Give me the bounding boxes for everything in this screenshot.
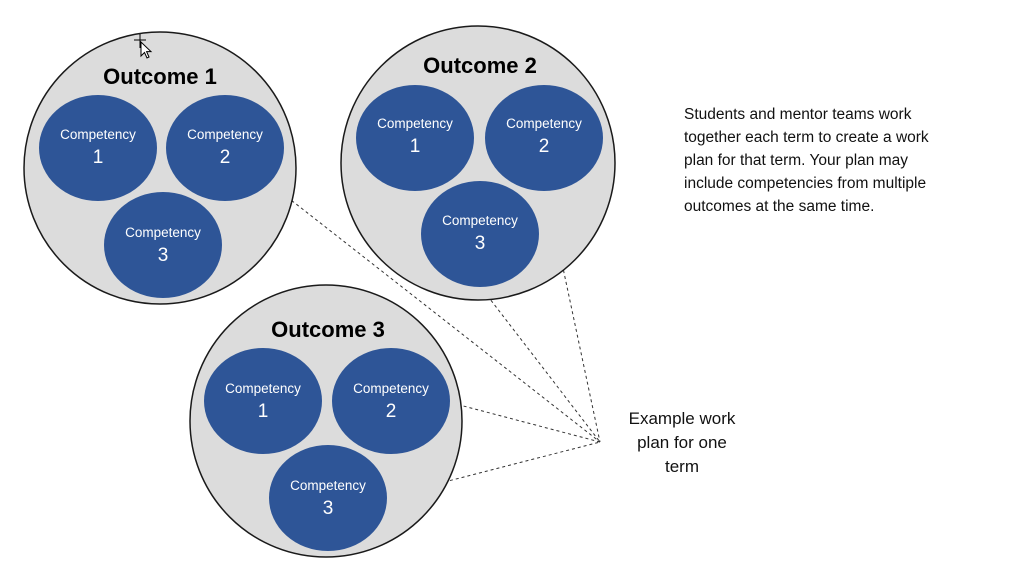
competency-circle: [104, 192, 222, 298]
work-plan-line-2: plan for one: [637, 433, 727, 452]
competency-number: 3: [158, 245, 169, 266]
outcome-2-competency-1: Competency 1: [356, 85, 474, 191]
connector-outcome2-competency3: [479, 285, 601, 443]
competency-label: Competency: [506, 116, 582, 131]
competency-circle: [204, 348, 322, 454]
outcome-2-competency-3: Competency 3: [421, 181, 539, 287]
outcome-1-competency-1: Competency 1: [39, 95, 157, 201]
outcome-3-competency-2: Competency 2: [332, 348, 450, 454]
competency-number: 3: [475, 233, 486, 254]
connector-outcome3-competency2: [451, 402, 601, 443]
competency-circle: [421, 181, 539, 287]
competency-number: 1: [93, 147, 104, 168]
outcome-1-group: Outcome 1 Competency 1 Competency 2 Comp…: [23, 31, 297, 305]
competency-label: Competency: [377, 116, 453, 131]
description-line-4: include competencies from multiple: [684, 175, 926, 192]
work-plan-line-1: Example work: [629, 409, 736, 428]
outcome-2-title: Outcome 2: [423, 53, 537, 78]
competency-circle: [332, 348, 450, 454]
outcome-1-competency-2: Competency 2: [166, 95, 284, 201]
competency-circle: [356, 85, 474, 191]
outcome-3-competency-1: Competency 1: [204, 348, 322, 454]
competency-label: Competency: [353, 381, 429, 396]
outcome-3-group: Outcome 3 Competency 1 Competency 2 Comp…: [189, 284, 463, 558]
competency-label: Competency: [60, 127, 136, 142]
competency-number: 2: [220, 147, 231, 168]
outcome-2-competency-2: Competency 2: [485, 85, 603, 191]
competency-label: Competency: [290, 478, 366, 493]
description-line-5: outcomes at the same time.: [684, 198, 874, 215]
competency-label: Competency: [125, 225, 201, 240]
competency-number: 2: [539, 136, 550, 157]
work-plan-line-3: term: [665, 457, 699, 476]
competency-label: Competency: [442, 213, 518, 228]
competency-circle: [485, 85, 603, 191]
description-line-2: together each term to create a work: [684, 129, 929, 146]
description-line-3: plan for that term. Your plan may: [684, 152, 908, 169]
competency-number: 1: [410, 136, 421, 157]
outcome-3-competency-3: Competency 3: [269, 445, 387, 551]
work-plan-label: Example work plan for one term: [629, 409, 736, 476]
move-cursor-icon: [134, 34, 153, 59]
competency-label: Competency: [187, 127, 263, 142]
competency-circle: [39, 95, 157, 201]
competency-circle: [166, 95, 284, 201]
outcome-2-group: Outcome 2 Competency 1 Competency 2 Comp…: [340, 25, 616, 301]
competency-label: Competency: [225, 381, 301, 396]
competency-circle: [269, 445, 387, 551]
competency-number: 1: [258, 401, 269, 422]
connector-outcome1-competency2: [267, 181, 601, 443]
competency-number: 2: [386, 401, 397, 422]
description-line-1: Students and mentor teams work: [684, 106, 912, 123]
description-text: Students and mentor teams work together …: [684, 106, 929, 215]
competency-number: 3: [323, 498, 334, 519]
outcome-3-title: Outcome 3: [271, 317, 385, 342]
outcome-1-title: Outcome 1: [103, 64, 217, 89]
outcome-1-competency-3: Competency 3: [104, 192, 222, 298]
